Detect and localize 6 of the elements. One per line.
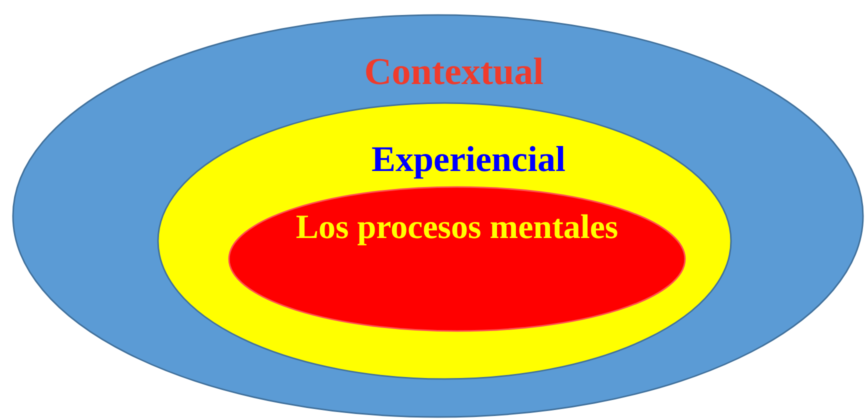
ellipse-label: Contextual	[363, 50, 545, 95]
ellipse	[157, 102, 732, 380]
ellipse-label: Experiencial	[370, 138, 566, 181]
ellipse	[12, 14, 864, 418]
ellipse	[228, 186, 686, 332]
ellipse-label: Los procesos mentales	[294, 208, 620, 248]
